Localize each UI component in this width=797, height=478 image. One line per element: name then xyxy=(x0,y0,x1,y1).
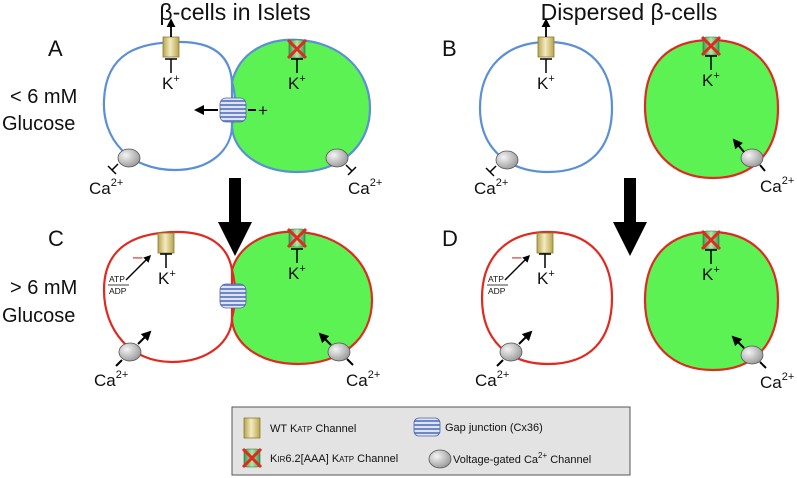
katp-channel-icon xyxy=(536,232,554,254)
legend: WT KATP Channel Gap junction (Cx36) KIR6… xyxy=(231,406,631,476)
legend-ca-channel-icon xyxy=(428,449,452,469)
ca-channel-icon xyxy=(117,148,141,168)
panel-c: K+ – ATP ADP K+ Ca2+ Ca2+ xyxy=(94,227,380,390)
atp-label: ATP xyxy=(109,274,125,284)
influx-arrow-icon xyxy=(318,332,332,346)
legend-mutant-katp-label: KIR6.2[AAA] KATP Channel xyxy=(270,453,398,465)
condition-low-line2: Glucose xyxy=(2,113,75,135)
ca-tbar-icon xyxy=(345,164,357,176)
k-ion-label: K+ xyxy=(288,263,306,283)
kir-mutant-channel-icon xyxy=(286,227,308,249)
ca-ion-label: Ca2+ xyxy=(94,369,128,390)
k-ion-label: K+ xyxy=(702,70,720,90)
atp-inhibit-arrow-icon xyxy=(504,254,531,281)
legend-mutant-channel-icon xyxy=(241,447,263,469)
cell-b-wt xyxy=(478,40,614,174)
cell-a-wt xyxy=(102,40,234,172)
title-dispersed: Dispersed β-cells xyxy=(541,0,718,25)
kir-mutant-channel-icon xyxy=(700,35,722,57)
katp-channel-icon xyxy=(157,232,175,254)
cell-c-mutant xyxy=(230,230,374,366)
cell-c-wt xyxy=(102,230,234,364)
ca-tbar-icon xyxy=(107,163,119,175)
condition-high-line2: Glucose xyxy=(2,305,75,327)
charge-plus-label: + xyxy=(258,101,268,120)
legend-katp-icon xyxy=(243,417,261,439)
title-islets: β-cells in Islets xyxy=(159,0,310,25)
influx-line-icon xyxy=(346,358,354,366)
adp-label: ADP xyxy=(488,286,506,296)
influx-line-icon xyxy=(115,359,123,367)
cell-b-mutant xyxy=(643,38,780,180)
panel-b: K+ K+ Ca2+ Ca2+ xyxy=(474,18,794,198)
influx-line-icon xyxy=(759,164,766,172)
ca-channel-icon xyxy=(325,148,349,168)
legend-vgcc-label: Voltage-gated Ca2+ Channel xyxy=(453,451,591,466)
k-ion-label: K+ xyxy=(158,268,176,288)
kir-mutant-channel-icon xyxy=(286,38,308,60)
ca-ion-label: Ca2+ xyxy=(474,177,508,198)
panel-label-a: A xyxy=(48,36,63,61)
k-ion-label: K+ xyxy=(162,73,180,93)
ca-ion-label: Ca2+ xyxy=(760,371,794,392)
cell-d-mutant xyxy=(643,230,780,372)
panel-label-c: C xyxy=(48,226,64,251)
ca-tbar-icon xyxy=(485,165,497,177)
legend-wt-katp-label: WT KATP Channel xyxy=(270,423,356,435)
ca-channel-icon xyxy=(740,345,764,365)
inhibition-minus-label: – xyxy=(133,247,143,266)
inhibition-minus-label: – xyxy=(512,247,522,266)
ca-channel-icon xyxy=(118,342,142,362)
influx-line-icon xyxy=(759,361,767,369)
atp-inhibit-arrow-icon xyxy=(125,254,152,281)
ca-ion-label: Ca2+ xyxy=(346,369,380,390)
ca-ion-label: Ca2+ xyxy=(760,175,794,196)
influx-arrow-icon xyxy=(732,138,745,153)
ca-channel-icon xyxy=(327,342,351,362)
gap-junction-icon xyxy=(219,97,247,123)
transition-arrow-left-icon xyxy=(218,178,252,256)
legend-gap-junction-icon xyxy=(413,417,441,437)
katp-channel-icon xyxy=(537,36,555,58)
influx-line-icon xyxy=(496,359,504,367)
condition-high-line1: > 6 mM xyxy=(10,277,77,299)
ca-channel-icon xyxy=(495,150,519,170)
panel-a: K+ K+ + Ca2+ Ca2+ xyxy=(89,18,382,198)
legend-gap-junction-label: Gap junction (Cx36) xyxy=(445,422,543,434)
cell-d-wt xyxy=(480,230,614,366)
k-ion-label: K+ xyxy=(537,268,555,288)
influx-arrow-icon xyxy=(137,330,152,345)
ca-ion-label: Ca2+ xyxy=(89,177,123,198)
kir-mutant-channel-icon xyxy=(700,229,722,251)
k-ion-label: K+ xyxy=(537,73,555,93)
panel-label-d: D xyxy=(442,226,458,251)
gap-junction-icon xyxy=(219,283,247,309)
condition-low-line1: < 6 mM xyxy=(10,86,77,108)
ca-channel-icon xyxy=(499,342,523,362)
influx-arrow-icon xyxy=(731,335,745,349)
panel-d: K+ – ATP ADP K+ Ca2+ Ca2+ xyxy=(475,229,794,392)
panel-label-b: B xyxy=(442,36,457,61)
ca-ion-label: Ca2+ xyxy=(475,369,509,390)
katp-channel-icon xyxy=(162,36,180,58)
influx-arrow-icon xyxy=(518,330,533,345)
adp-label: ADP xyxy=(109,286,127,296)
ca-ion-label: Ca2+ xyxy=(348,177,382,198)
transition-arrow-right-icon xyxy=(613,178,647,256)
k-ion-label: K+ xyxy=(288,73,306,93)
atp-label: ATP xyxy=(488,274,504,284)
k-ion-label: K+ xyxy=(702,264,720,284)
